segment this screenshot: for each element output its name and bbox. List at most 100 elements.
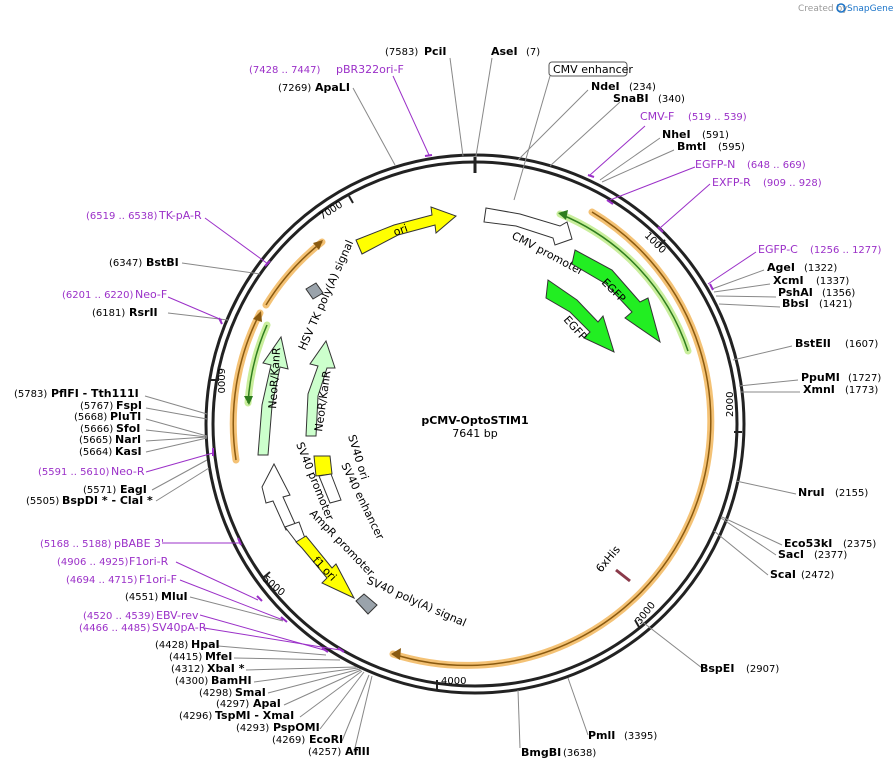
primer-name: TK-pA-R [158, 209, 202, 222]
enzyme-pos: (1607) [845, 339, 878, 350]
scale-tick-5000: 5000 [260, 571, 287, 599]
ori-arrow [355, 206, 457, 255]
primer-range: (5591 .. 5610) [38, 467, 110, 478]
svg-text:4000: 4000 [441, 676, 466, 687]
enzyme-pos: (2377) [814, 550, 847, 561]
enzyme-pos: (5767) [80, 401, 113, 412]
primer-name: CMV-F [640, 110, 674, 123]
f1-ori-arrow [295, 535, 356, 600]
sv40-promoter-arrow [261, 462, 297, 531]
enzyme-pos: (4297) [216, 699, 249, 710]
enzyme-name: ScaI [770, 568, 796, 581]
enzyme-pos: (4257) [308, 747, 341, 758]
credit-brand: SnapGene [847, 4, 894, 14]
enzyme-name: EagI [120, 483, 147, 496]
enzyme-pos: (7269) [278, 83, 311, 94]
enzyme-pos: (5666) [80, 424, 113, 435]
enzyme-pos: (4293) [236, 723, 269, 734]
enzyme-pos: (591) [702, 130, 729, 141]
enzyme-name: SacI [778, 548, 804, 561]
enzyme-name: AseI [491, 45, 518, 58]
enzyme-pos: (1322) [804, 263, 837, 274]
enzyme-name: FspI [116, 399, 142, 412]
neo-label-outer: NeoR/KanR [266, 347, 283, 410]
neo-arrow-inner [305, 339, 336, 437]
enzyme-pos: (7) [526, 47, 540, 58]
enzyme-name: PluTI [110, 410, 141, 423]
enzyme-pos: (7583) [385, 47, 418, 58]
enzyme-name: PshAI [778, 286, 813, 299]
enzyme-pos: (6181) [92, 308, 125, 319]
enzyme-pos: (4296) [179, 711, 212, 722]
svg-text:5000: 5000 [260, 574, 287, 599]
sv40-polya-box [355, 593, 378, 615]
enzyme-pos: (595) [718, 142, 745, 153]
enzyme-name: NarI [115, 433, 141, 446]
enzyme-pos: (4312) [171, 664, 204, 675]
primer-range: (519 .. 539) [688, 112, 747, 123]
enzyme-name: PspOMI [273, 721, 320, 734]
enzyme-pos: (3638) [563, 748, 596, 759]
enzyme-name: NheI [662, 128, 691, 141]
scale-tick-6000: 6000 [210, 368, 226, 393]
his-tag-marker [615, 568, 631, 583]
primer-name: pBR322ori-F [336, 63, 404, 76]
enzyme-name: KasI [115, 445, 142, 458]
enzyme-name: AflII [345, 745, 370, 758]
primer-range: (1256 .. 1277) [810, 245, 882, 256]
enzyme-pos: (3395) [624, 731, 657, 742]
cmv-promoter-arrow [483, 207, 573, 246]
svg-text:CMV enhancer: CMV enhancer [553, 63, 633, 76]
enzyme-name: BbsI [782, 297, 809, 310]
enzyme-name: ApaLI [315, 81, 350, 94]
primer-range: (4906 .. 4925) [57, 557, 129, 568]
plasmid-size: 7641 bp [452, 427, 497, 440]
primer-range: (6201 .. 6220) [62, 290, 134, 301]
enzyme-name: XmnI [803, 383, 835, 396]
enzyme-pos: (4551) [125, 592, 158, 603]
scale-tick-7000: 7000 [318, 195, 354, 223]
primer-name: F1ori-R [129, 555, 169, 568]
primer-name: SV40pA-R [152, 621, 207, 634]
scale-tick-2000: 2000 [725, 392, 742, 433]
primer-range: (4694 .. 4715) [66, 575, 138, 586]
primer-range: (6519 .. 6538) [86, 211, 158, 222]
enzyme-name: BamHI [211, 674, 252, 687]
enzyme-pos: (5505) [26, 496, 59, 507]
primer-name: F1ori-F [139, 573, 177, 586]
enzyme-name: NdeI [591, 80, 620, 93]
enzyme-name: BmtI [677, 140, 706, 153]
sv40-enhancer-box [318, 473, 342, 504]
scale-tick-4000: 4000 [436, 676, 466, 689]
enzyme-name: BstBI [146, 256, 179, 269]
cmv-enhancer-callout: CMV enhancer [513, 61, 633, 201]
enzyme-name: NruI [798, 486, 825, 499]
enzyme-pos: (4269) [272, 735, 305, 746]
primer-labels: (7428 .. 7447) pBR322ori-F CMV-F (519 ..… [38, 63, 882, 634]
enzyme-name: PmlI [588, 729, 615, 742]
enzyme-pos: (234) [629, 82, 656, 93]
primer-name: pBABE 3' [114, 537, 164, 550]
enzyme-name: BstEII [795, 337, 831, 350]
enzyme-name: PciI [424, 45, 446, 58]
enzyme-name: SmaI [235, 686, 266, 699]
enzyme-name: ApaI [253, 697, 281, 710]
enzyme-pos: (2375) [843, 539, 876, 550]
orf-arc-main [389, 208, 715, 669]
enzyme-name: BspDI * - ClaI * [62, 494, 153, 507]
enzyme-pos: (5571) [83, 485, 116, 496]
primer-name: EGFP-N [695, 158, 735, 171]
enzyme-name: TspMI - XmaI [215, 709, 294, 722]
enzyme-pos: (5668) [74, 412, 107, 423]
enzyme-name: RsrII [129, 306, 158, 319]
sv40-polya-label: SV40 poly(A) signal [365, 574, 468, 630]
enzyme-name: BspEI [700, 662, 734, 675]
enzyme-pos: (1773) [845, 385, 878, 396]
primer-name: EGFP-C [758, 243, 798, 256]
enzyme-pos: (4428) [155, 640, 188, 651]
enzyme-pos: (2472) [801, 570, 834, 581]
enzyme-pos: (1337) [816, 276, 849, 287]
primer-range: (909 .. 928) [763, 178, 822, 189]
enzyme-name: BmgBI [521, 746, 561, 759]
